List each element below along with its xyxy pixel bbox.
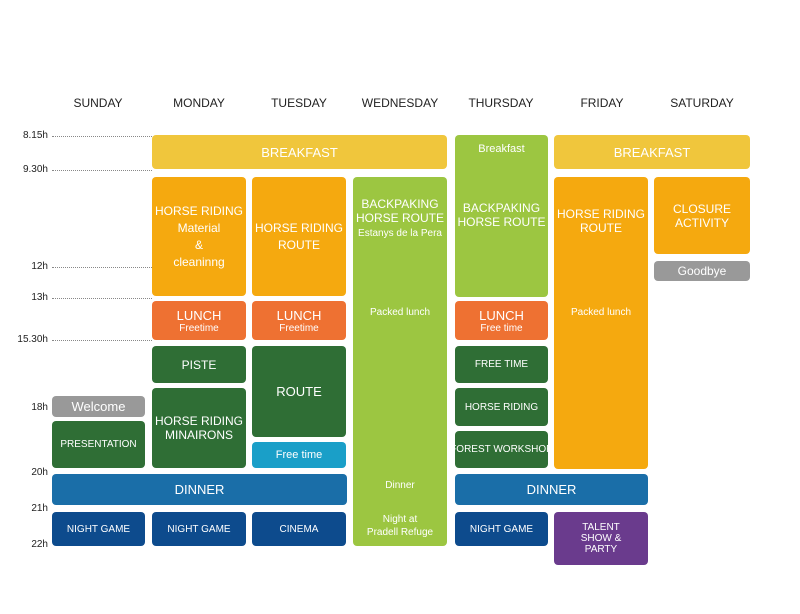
block-title: BACKPAKING — [361, 197, 439, 211]
day-header-wednesday: WEDNESDAY — [361, 96, 439, 110]
monday-lunch: LUNCH Freetime — [152, 301, 246, 340]
block-title: HORSE RIDING — [154, 203, 243, 218]
breakfast-label: Breakfast — [478, 143, 525, 155]
sunday-presentation: PRESENTATION — [52, 421, 145, 468]
packed-lunch-label: Packed lunch — [570, 307, 632, 318]
breakfast-block: BREAKFAST — [152, 135, 447, 169]
monday-night-game: NIGHT GAME — [152, 512, 246, 546]
day-header-sunday: SUNDAY — [73, 96, 123, 110]
dinner-thursday-friday: DINNER — [455, 474, 648, 505]
time-tick — [52, 267, 152, 268]
block-line: ROUTE — [278, 237, 320, 252]
sunday-night-game: NIGHT GAME — [52, 512, 145, 546]
lunch-title: LUNCH — [479, 307, 524, 323]
block-title: HORSE ROUTE — [355, 211, 444, 225]
monday-piste: PISTE — [152, 346, 246, 383]
day-header-thursday: THURSDAY — [468, 96, 534, 110]
tuesday-route: ROUTE — [252, 346, 346, 437]
block-title: CLOSURE — [672, 201, 731, 216]
monday-horse-riding-minairons: HORSE RIDING MINAIRONS — [152, 388, 246, 468]
time-label: 8.15h — [22, 130, 48, 141]
thursday-forest-workshop: FOREST WORKSHOP — [455, 431, 548, 468]
block-line: SHOW & — [580, 533, 622, 544]
thursday-lunch: LUNCH Free time — [455, 301, 548, 340]
block-title: MINAIRONS — [164, 428, 233, 442]
tuesday-lunch: LUNCH Freetime — [252, 301, 346, 340]
time-tick — [52, 340, 152, 341]
thursday-night-game: NIGHT GAME — [455, 512, 548, 546]
night-label: Night at — [382, 514, 418, 525]
block-line: PARTY — [584, 544, 618, 555]
day-header-tuesday: TUESDAY — [271, 96, 327, 110]
block-line: Material — [177, 220, 221, 235]
saturday-closure-activity: CLOSURE ACTIVITY — [654, 177, 750, 254]
block-title: ROUTE — [580, 221, 622, 235]
time-label: 20h — [31, 467, 48, 478]
dinner-sunday-tuesday: DINNER — [52, 474, 347, 505]
day-header-saturday: SATURDAY — [670, 96, 734, 110]
lunch-subtitle: Freetime — [279, 322, 319, 334]
dinner-label: Dinner — [385, 480, 415, 491]
saturday-goodbye: Goodbye — [654, 261, 750, 281]
time-label: 22h — [31, 539, 48, 550]
block-line: cleaninng — [173, 254, 225, 269]
wednesday-backpacking-route: BACKPAKING HORSE ROUTE Estanys de la Per… — [353, 177, 447, 546]
breakfast-block-thursday: Breakfast — [455, 135, 548, 297]
block-title: ACTIVITY — [674, 215, 729, 230]
breakfast-block-friday-saturday: BREAKFAST — [554, 135, 750, 169]
day-header-friday: FRIDAY — [580, 96, 624, 110]
monday-horse-riding-material: HORSE RIDING Material & cleaninng — [152, 177, 246, 296]
thursday-backpacking-route: BACKPAKING HORSE ROUTE — [455, 198, 548, 238]
sunday-welcome: Welcome — [52, 396, 145, 417]
thursday-free-time: FREE TIME — [455, 346, 548, 383]
block-title: HORSE RIDING — [154, 414, 243, 428]
thursday-horse-riding: HORSE RIDING — [455, 388, 548, 426]
tuesday-horse-riding-route: HORSE RIDING ROUTE — [252, 177, 346, 296]
lunch-title: LUNCH — [276, 307, 322, 323]
lunch-title: LUNCH — [176, 307, 222, 323]
lunch-subtitle: Free time — [480, 322, 523, 334]
night-label: Pradell Refuge — [366, 527, 434, 538]
block-line: & — [194, 237, 203, 252]
time-label: 9.30h — [22, 164, 48, 175]
packed-lunch-label: Packed lunch — [369, 307, 431, 318]
time-tick — [52, 298, 152, 299]
time-label: 21h — [31, 503, 48, 514]
block-title: HORSE ROUTE — [457, 215, 546, 229]
tuesday-free-time: Free time — [252, 442, 346, 468]
block-title: BACKPAKING — [462, 201, 541, 215]
time-label: 12h — [31, 261, 48, 272]
time-label: 18h — [31, 402, 48, 413]
lunch-subtitle: Freetime — [179, 322, 219, 334]
block-title: HORSE RIDING — [254, 220, 343, 235]
day-header-monday: MONDAY — [173, 96, 225, 110]
tuesday-cinema: CINEMA — [252, 512, 346, 546]
block-subtitle: Estanys de la Pera — [358, 228, 442, 239]
friday-horse-riding-route: HORSE RIDING ROUTE Packed lunch — [554, 177, 648, 469]
block-title: HORSE RIDING — [556, 207, 645, 221]
time-label: 13h — [31, 292, 48, 303]
time-tick — [52, 170, 152, 171]
friday-talent-show-party: TALENT SHOW & PARTY — [554, 512, 648, 565]
block-line: TALENT — [582, 522, 620, 533]
time-label: 15.30h — [17, 334, 48, 345]
time-tick — [52, 136, 152, 137]
